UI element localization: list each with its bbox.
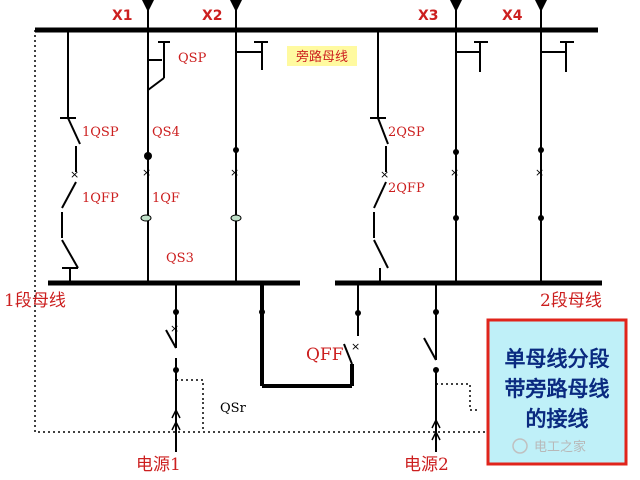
- svg-text:×: ×: [380, 168, 389, 181]
- dotted-connection: [34, 30, 490, 433]
- feeder-x4-branch: ×: [533, 0, 574, 283]
- source-1-label: 电源1: [136, 455, 181, 475]
- svg-text:×: ×: [230, 166, 239, 179]
- svg-text:×: ×: [70, 168, 79, 181]
- bypass-breaker-branch-1: ×: [60, 30, 81, 283]
- source-1-branch: ×: [165, 283, 204, 452]
- svg-text:×: ×: [450, 166, 459, 179]
- label-2qfp: 2QFP: [388, 181, 425, 196]
- feeder-label-x1: X1: [112, 8, 133, 24]
- bypass-bus-label: 旁路母线: [296, 49, 348, 65]
- svg-text:×: ×: [170, 322, 179, 335]
- bypass-bus-label-box: [287, 46, 357, 66]
- feeder-x3-branch: ×: [448, 0, 488, 283]
- label-1qfp: 1QFP: [82, 191, 119, 206]
- feeder-label-x3: X3: [418, 8, 439, 24]
- feeder-label-x4: X4: [502, 8, 523, 24]
- label-qff: QFF: [306, 345, 344, 365]
- source-2-label: 电源2: [404, 455, 449, 475]
- svg-text:×: ×: [142, 166, 151, 179]
- feeder-x2-branch: ×: [228, 0, 268, 283]
- label-1qsp: 1QSP: [82, 125, 119, 140]
- source-2-branch: [423, 283, 478, 452]
- callout-box: [486, 318, 628, 466]
- feeder-x1-branch: ×: [140, 0, 170, 283]
- label-1qf: 1QF: [152, 191, 180, 206]
- label-qsr: QSr: [220, 401, 247, 416]
- watermark-text: 电工之家: [534, 439, 586, 455]
- section-bus-1-label: 1段母线: [4, 291, 66, 311]
- callout-line-2: 带旁路母线: [505, 377, 610, 401]
- label-qs3: QS3: [166, 251, 194, 266]
- label-2qsp: 2QSP: [388, 125, 425, 140]
- watermark: 电工之家: [512, 438, 586, 455]
- wechat-icon: [512, 438, 528, 454]
- bypass-breaker-branch-2: ×: [370, 30, 389, 283]
- section-bus-2-label: 2段母线: [540, 291, 602, 311]
- label-qsp: QSP: [178, 51, 207, 66]
- svg-text:×: ×: [351, 340, 360, 353]
- sectionalizing-breaker: ×: [259, 283, 361, 388]
- feeder-label-x2: X2: [202, 8, 223, 24]
- callout-line-3: 的接线: [526, 407, 589, 431]
- label-qs4: QS4: [152, 125, 180, 140]
- svg-text:×: ×: [535, 166, 544, 179]
- callout-line-1: 单母线分段: [505, 347, 610, 371]
